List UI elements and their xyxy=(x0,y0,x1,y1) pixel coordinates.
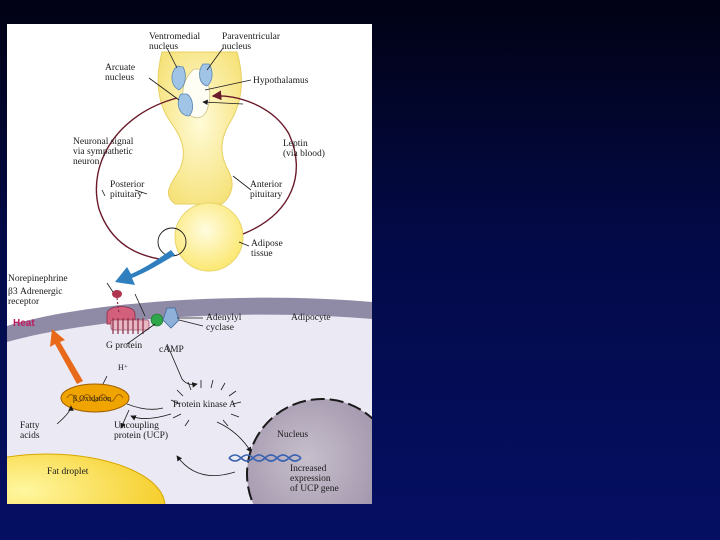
b3-receptor-shape xyxy=(106,290,150,334)
g-protein-label: G protein xyxy=(106,341,142,351)
blue-zoom-arrow xyxy=(115,250,175,285)
beta-oxidation-label: β Oxidation xyxy=(73,394,111,403)
nucleus-shape xyxy=(246,398,372,504)
arcuate-nucleus-shape xyxy=(177,93,193,117)
nucleus-label: Nucleus xyxy=(277,430,308,440)
norepinephrine-label: Norepinephrine xyxy=(8,274,68,284)
g-protein-shape xyxy=(150,313,164,327)
dna-helix xyxy=(228,454,302,462)
leptin-label: Leptin(via blood) xyxy=(283,139,325,159)
pointer-lines xyxy=(56,47,252,476)
adipocyte-label: Adipocyte xyxy=(291,313,331,323)
h-plus-label: H⁺ xyxy=(118,363,128,372)
ventromedial-nucleus-shape xyxy=(171,65,186,91)
protein-kinase-a-burst xyxy=(170,379,242,427)
heat-label: Heat xyxy=(13,318,35,329)
mitochondrion-shape xyxy=(60,383,130,413)
camp-label: cAMP xyxy=(159,345,184,355)
adipose-tissue-shape xyxy=(174,202,244,272)
hypothalamus-label: Hypothalamus xyxy=(253,76,309,86)
adenylyl-cyclase-shape xyxy=(162,307,180,329)
protein-kinase-a-label: Protein kinase A xyxy=(173,400,236,410)
paraventricular-nucleus-shape xyxy=(199,63,213,87)
leptin-circuit xyxy=(95,90,297,261)
heat-arrow xyxy=(50,329,83,384)
fat-droplet-shape xyxy=(7,453,166,504)
fat-droplet-label: Fat droplet xyxy=(47,467,89,477)
